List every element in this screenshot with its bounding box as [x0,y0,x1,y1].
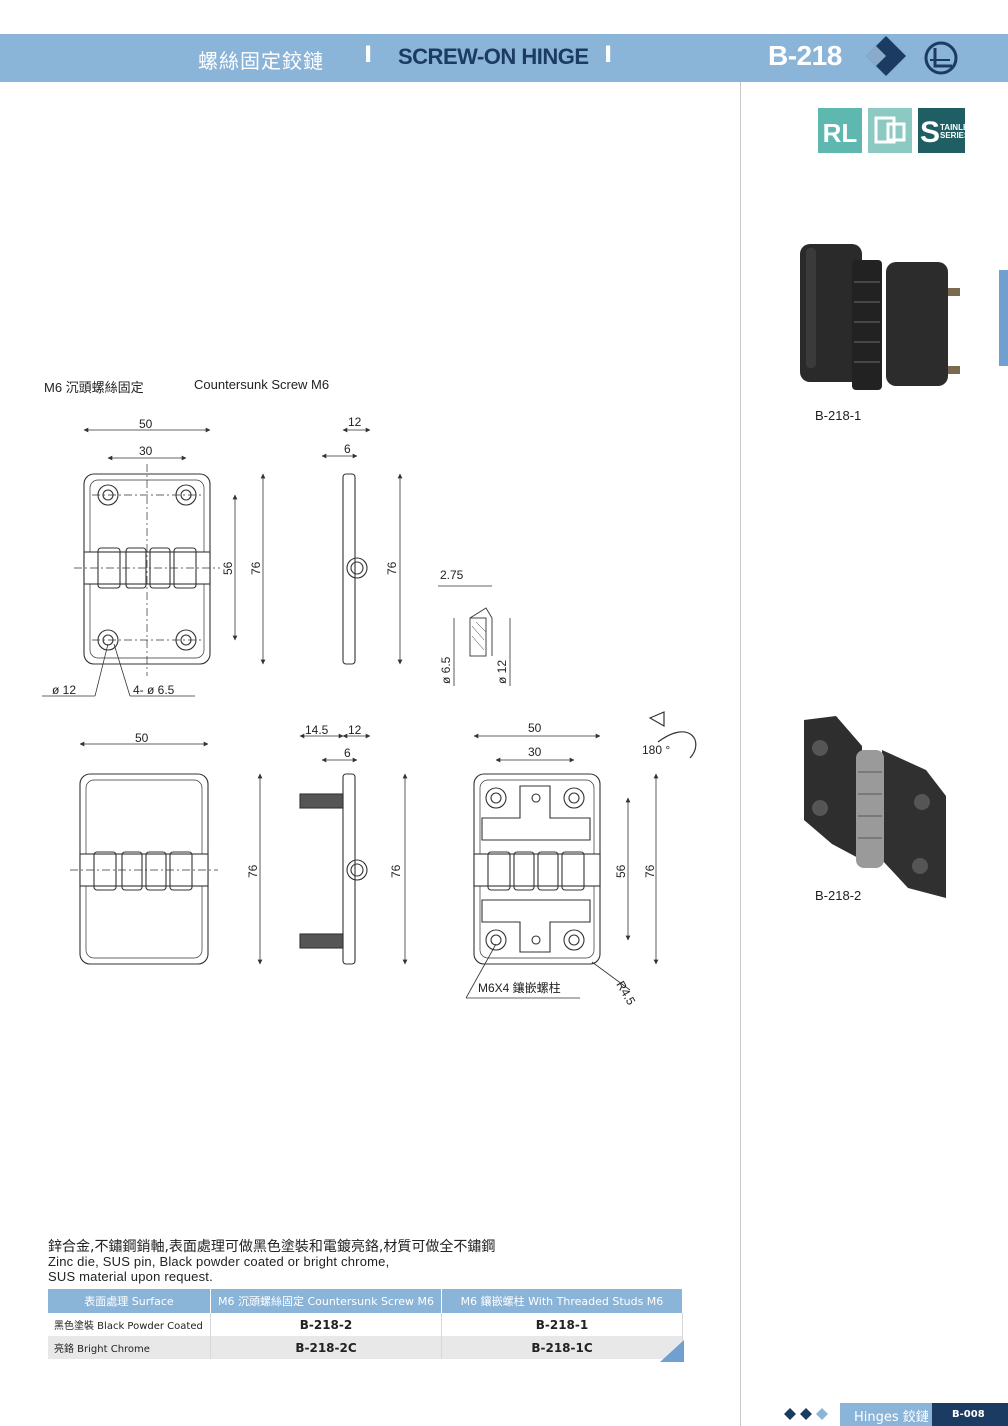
section-label-cn: M6 沉頭螺絲固定 [44,380,144,395]
description-en-line2: SUS material upon request. [48,1269,213,1284]
countersink-detail [438,585,511,686]
rl-badge-text: RL [823,118,858,148]
dim-dia-12: ø 12 [52,683,76,697]
header-separator: I [364,43,373,68]
rl-badge [818,108,862,153]
product-photo-b218-2 [804,716,946,898]
table-cell: 黑色塗裝 Black Powder Coated [48,1313,211,1336]
dim-76-c: 76 [643,864,657,878]
side-tab-marker [999,270,1008,366]
header-bar [0,34,1008,82]
front-view-studs [70,741,263,965]
front-view-countersunk [42,427,266,697]
description-cn: 鋅合金,不鏽鋼銷軸,表面處理可做黑色塗裝和電鍍亮鉻,材質可做全不鏽鋼 [48,1239,496,1255]
header-separator: I [604,43,613,68]
header-title-cn: 螺絲固定鉸鏈 [198,49,324,73]
table-header-surface: 表面處理 Surface [48,1289,211,1313]
sidebar-divider [740,82,741,1426]
section-label-en: Countersunk Screw M6 [194,377,330,392]
dim-2-75: 2.75 [440,568,464,582]
footer-page-number: B-008 [952,1409,985,1420]
stainless-s-text: S [920,116,940,149]
dim-76-side-b: 76 [389,864,403,878]
dim-dia-6-5: ø 6.5 [439,656,453,684]
dim-12-a: 12 [348,415,362,429]
feature-badges: RL S TAINLESS SERIES [818,108,966,153]
table-row: 亮鉻 Bright Chrome B-218-2C B-218-1C [48,1336,683,1359]
dim-6-a: 6 [344,442,351,456]
footer-diamonds-icon [784,1408,828,1420]
table-header-countersunk: M6 沉頭螺絲固定 Countersunk Screw M6 [210,1289,442,1313]
header-model-code: B-218 [768,40,842,71]
dim-12-b: 12 [348,723,362,737]
dim-dia-12-side: ø 12 [495,660,509,684]
product-code-b218-1: B-218-1 [815,408,862,423]
stainless-badge [918,108,965,153]
back-view [465,733,659,999]
footer-section: Hinges 鉸鏈 [854,1410,929,1425]
table-header-row: 表面處理 Surface M6 沉頭螺絲固定 Countersunk Screw… [48,1289,683,1313]
table-cell: 亮鉻 Bright Chrome [48,1336,211,1359]
table-cell: B-218-2C [210,1336,442,1359]
dim-30-c: 30 [528,745,542,759]
dim-76-b: 76 [246,864,260,878]
product-photo-b218-1 [800,244,960,390]
dim-56-a: 56 [221,561,235,575]
dim-6-b: 6 [344,746,351,760]
header-logo-group [866,36,958,76]
product-code-b218-2: B-218-2 [815,888,862,903]
dim-76-a: 76 [249,561,263,575]
side-view-studs [299,733,408,965]
stainless-text-1: TAINLESS [940,123,966,132]
footer-page-bg [932,1403,1008,1426]
brand-logo-icon [924,41,958,75]
dim-50-b: 50 [135,731,149,745]
table-header-studs: M6 鑲嵌螺柱 With Threaded Studs M6 [441,1289,683,1313]
dim-56-c: 56 [614,864,628,878]
diamond-accent-icon [866,46,886,66]
table-cell: B-218-1C [441,1336,683,1359]
table-cell: B-218-2 [210,1313,442,1336]
table-cell: B-218-1 [441,1313,683,1336]
dim-76-side-a: 76 [385,561,399,575]
spec-table: 表面處理 Surface M6 沉頭螺絲固定 Countersunk Screw… [48,1289,683,1359]
description-en-line1: Zinc die, SUS pin, Black powder coated o… [48,1254,390,1269]
dim-50-top: 50 [139,417,153,431]
dim-holes: 4- ø 6.5 [133,683,175,697]
dim-r4-5: R4.5 [613,979,638,1008]
table-corner-accent [660,1340,684,1362]
rotation-arrow-icon [657,731,697,759]
dim-14-5: 14.5 [305,723,329,737]
header-title-en: SCREW-ON HINGE [398,44,589,69]
stainless-text-2: SERIES [940,131,966,140]
table-row: 黑色塗裝 Black Powder Coated B-218-2 B-218-1 [48,1313,683,1336]
technical-drawing: 50 30 56 76 12 6 76 2.75 ø 6.5 ø 12 ø 12… [42,415,697,1008]
stud-callout: M6X4 鑲嵌螺柱 [478,980,561,995]
side-view-countersunk [321,427,403,665]
dim-30-top: 30 [139,444,153,458]
dim-50-c: 50 [528,721,542,735]
rotation-angle: 180 ° [642,743,670,757]
